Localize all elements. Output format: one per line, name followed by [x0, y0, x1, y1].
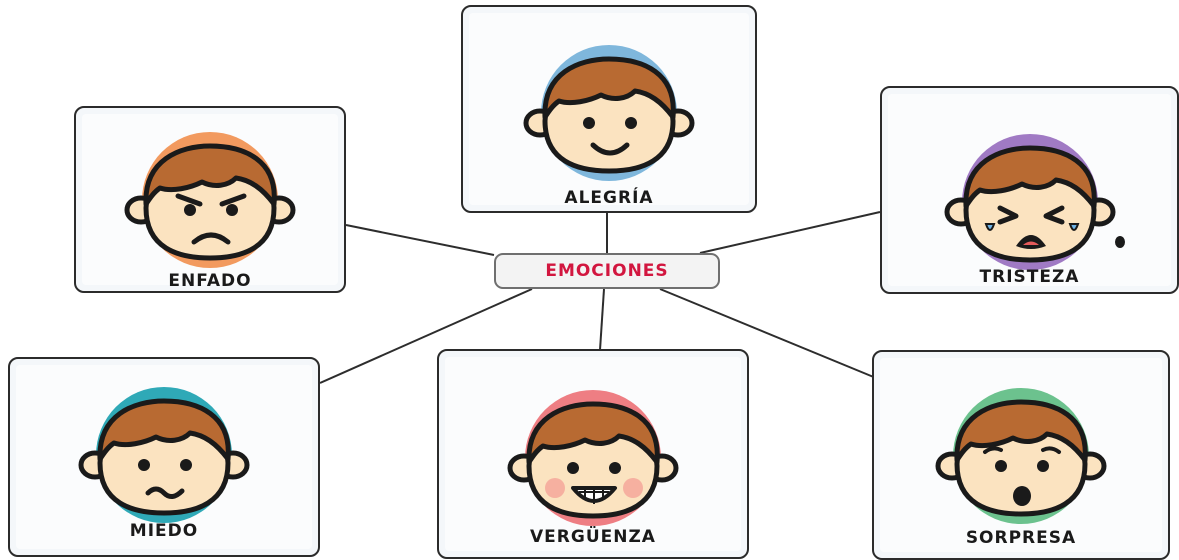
- emotion-label: ENFADO: [168, 271, 252, 291]
- emotion-card-enfado: ENFADO: [74, 106, 346, 293]
- face-crying-icon: [944, 134, 1125, 270]
- face-smile-icon: [523, 45, 695, 181]
- emotion-card-alegria: ALEGRÍA: [461, 5, 757, 213]
- connector-verguenza: [599, 288, 605, 351]
- connector-miedo: [319, 288, 533, 384]
- connector-lines: [319, 211, 881, 384]
- emotion-label: ALEGRÍA: [564, 188, 654, 208]
- emotion-label: SORPRESA: [965, 528, 1077, 548]
- emotion-card-miedo: MIEDO: [8, 357, 320, 557]
- central-node-emociones: EMOCIONES: [494, 253, 720, 289]
- face-worried-icon: [78, 387, 250, 523]
- central-node-label: EMOCIONES: [545, 261, 669, 281]
- emotion-card-verguenza: VERGÜENZA: [437, 349, 749, 559]
- emotion-card-tristeza: TRISTEZA: [880, 86, 1179, 294]
- connector-tristeza: [699, 211, 881, 254]
- connector-enfado: [345, 224, 495, 256]
- face-surprised-icon: [935, 388, 1107, 524]
- connector-sorpresa: [659, 288, 877, 379]
- emotion-label: MIEDO: [129, 521, 199, 541]
- face-shy-grin-icon: [507, 390, 679, 526]
- emotion-label: VERGÜENZA: [530, 527, 656, 547]
- emotion-label: TRISTEZA: [979, 267, 1080, 287]
- emotion-card-sorpresa: SORPRESA: [872, 350, 1170, 560]
- face-angry-icon: [124, 132, 296, 268]
